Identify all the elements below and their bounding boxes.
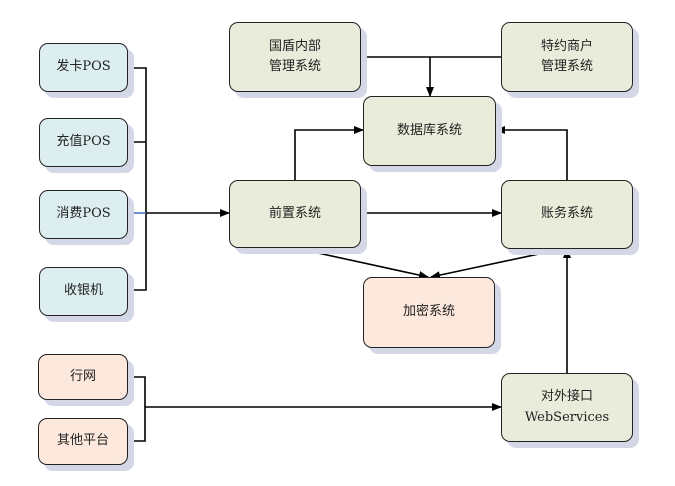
qianzhi-to-shujuku-arrow — [294, 126, 364, 180]
qitapingtai-label: 其他平台 — [56, 433, 109, 449]
xiaofeipos-node: 消费POS — [39, 190, 128, 239]
fakapos-node: 发卡POS — [39, 43, 128, 92]
zhangwu-to-shujuku-arrow — [495, 126, 568, 180]
duiwai-node: 对外接口 WebServices — [501, 373, 633, 442]
qianzhi-label: 前置系统 — [268, 205, 321, 221]
teyue-label: 特约商户 管理系统 — [540, 38, 593, 74]
guodun-node: 国盾内部 管理系统 — [229, 22, 361, 92]
zhangwu-node: 账务系统 — [501, 180, 633, 249]
fakapos-label: 发卡POS — [56, 59, 111, 75]
qitapingtai-node: 其他平台 — [38, 418, 128, 465]
shouyinji-node: 收银机 — [39, 267, 128, 316]
zhangwu-to-jiami-arrow — [430, 247, 568, 280]
chongzhipos-label: 充值POS — [56, 134, 111, 150]
pos-bus-line — [128, 67, 147, 291]
teyue-node: 特约商户 管理系统 — [501, 22, 633, 92]
external-bus-line — [128, 376, 146, 442]
shujuku-node: 数据库系统 — [363, 96, 496, 166]
shujuku-label: 数据库系统 — [396, 122, 462, 138]
jiami-node: 加密系统 — [363, 277, 495, 348]
chongzhipos-node: 充值POS — [39, 118, 128, 167]
duiwai-label: 对外接口 WebServices — [524, 389, 610, 425]
hangwang-label: 行网 — [69, 368, 96, 384]
jiami-label: 加密系统 — [402, 304, 455, 320]
guodun-label: 国盾内部 管理系统 — [268, 38, 321, 74]
xiaofeipos-label: 消费POS — [56, 206, 111, 222]
qianzhi-node: 前置系统 — [229, 180, 361, 248]
qianzhi-to-jiami-arrow — [294, 247, 429, 279]
hangwang-node: 行网 — [38, 354, 128, 400]
shouyinji-label: 收银机 — [63, 283, 103, 299]
zhangwu-label: 账务系统 — [540, 206, 593, 222]
